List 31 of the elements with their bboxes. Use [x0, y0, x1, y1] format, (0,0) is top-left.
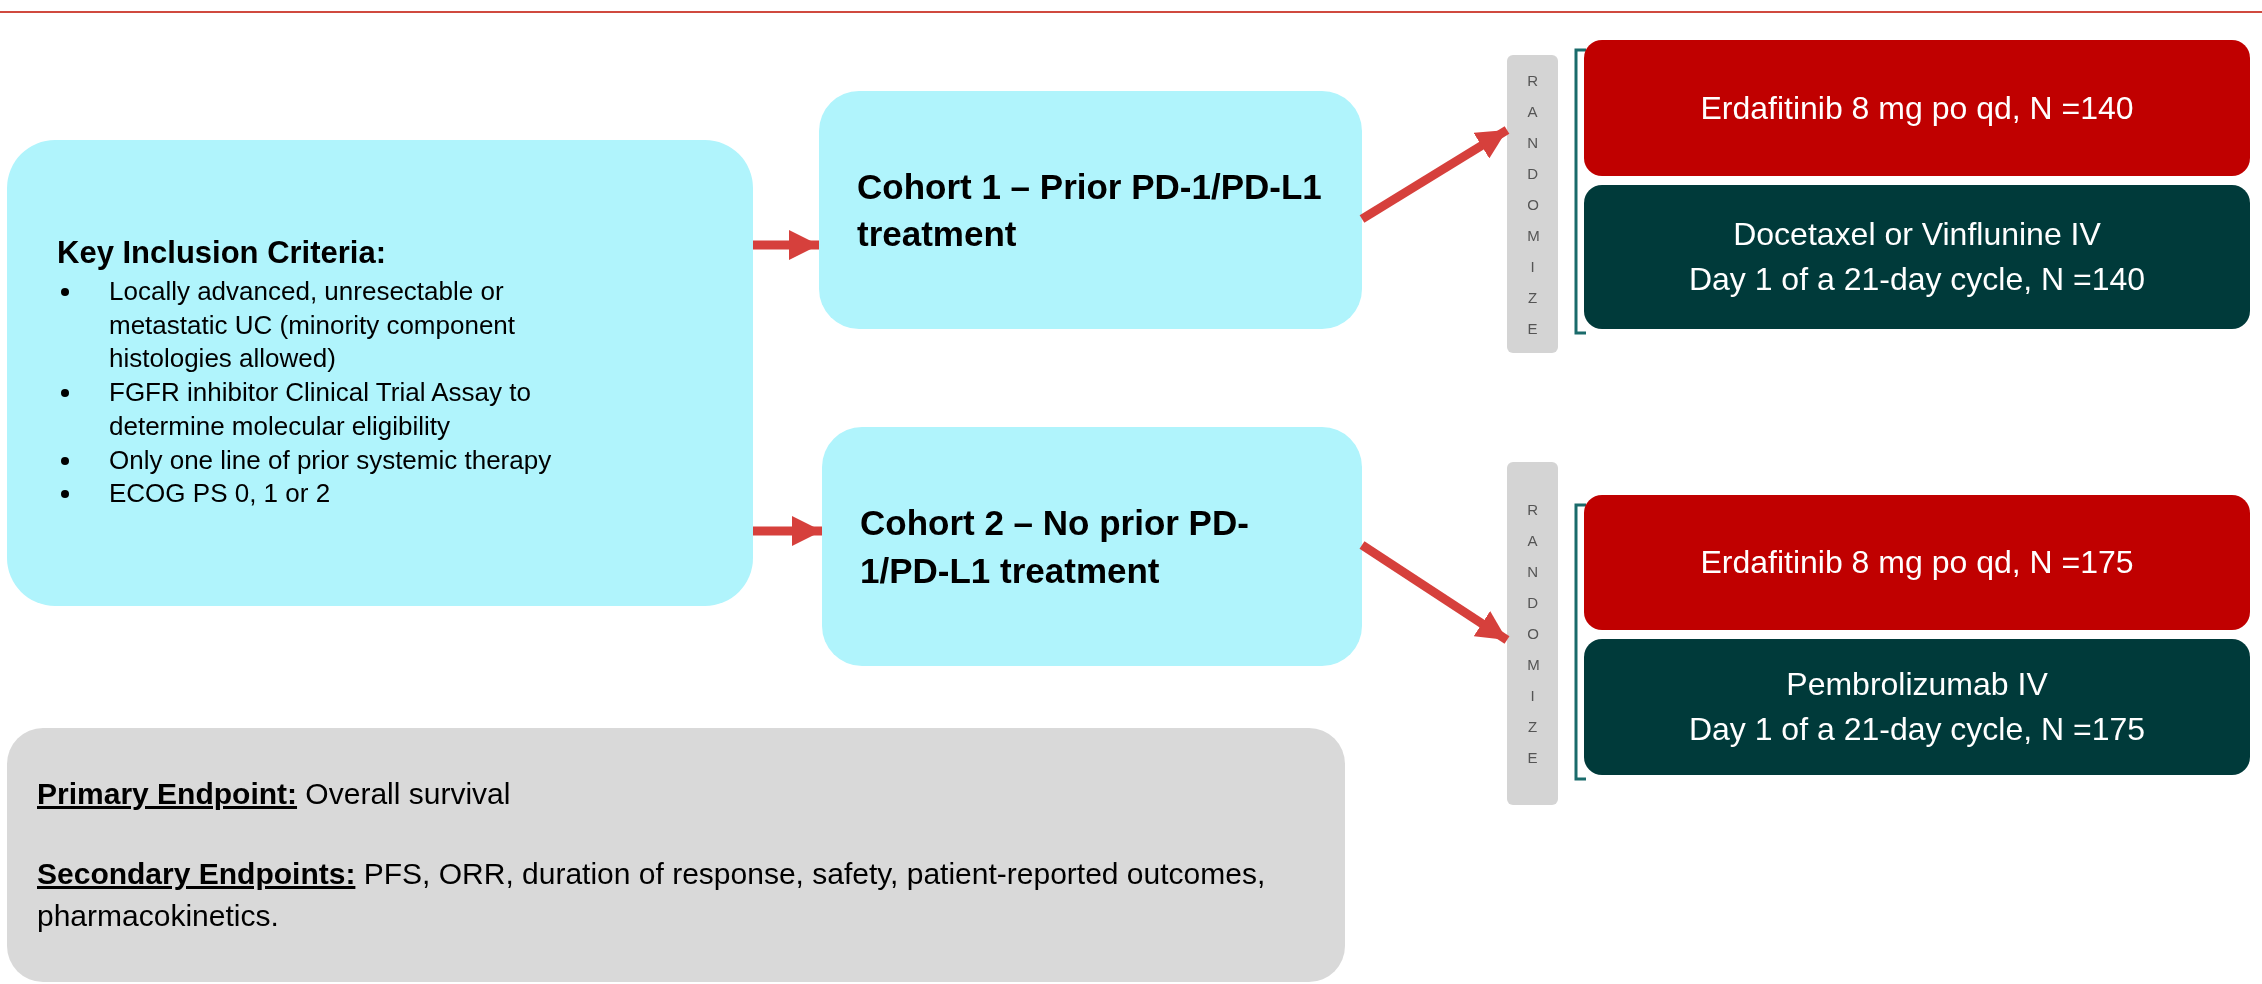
bullet-item: FGFR inhibitor Clinical Trial Assay to determine molecular eligibility [57, 376, 603, 444]
label: Pembrolizumab IV [1786, 665, 2048, 705]
treatment-box [1584, 495, 2250, 630]
label: Cohort 1 – Prior PD-1/PD-L1 treatment [857, 165, 1322, 255]
treatment-box [1584, 40, 2250, 176]
label: Erdafitinib 8 mg po qd, N =175 [1700, 544, 2134, 581]
vertical-label: RANDOMIZE [1527, 500, 1538, 768]
treatment-box [1584, 639, 2250, 775]
endpoint-text: Primary Endpoint: Overall survival [37, 776, 512, 812]
bullet-item: Only one line of prior systemic therapy [57, 443, 603, 478]
randomize-bar [1507, 55, 1558, 353]
heading: Key Inclusion Criteria: [57, 234, 388, 271]
cohort-box [822, 427, 1362, 666]
randomize-bar [1507, 462, 1558, 805]
treatment-box [1584, 185, 2250, 329]
label: Cohort 2 – No prior PD-1/PD-L1 treatment [860, 502, 1250, 592]
label: Day 1 of a 21-day cycle, N =140 [1688, 260, 2146, 299]
endpoints-box [7, 728, 1345, 982]
arrow [753, 230, 819, 260]
criteria-box [7, 140, 753, 606]
label: Docetaxel or Vinflunine IV [1733, 215, 2101, 255]
vertical-label: RANDOMIZE [1527, 70, 1538, 339]
label: Day 1 of a 21-day cycle, N =175 [1688, 710, 2146, 749]
endpoint-text: Secondary Endpoints: PFS, ORR, duration of response, safety, patient-reported outcomes, pharmacokinetics. [37, 856, 1267, 934]
cohort-box [819, 91, 1362, 329]
bullet-item: ECOG PS 0, 1 or 2 [57, 477, 603, 512]
bullet-item: Locally advanced, unresectable or metastatic UC (minority component histologies allowed) [57, 274, 603, 377]
label: Erdafitinib 8 mg po qd, N =140 [1700, 89, 2134, 127]
arrow [1359, 126, 1510, 223]
arrow [1359, 541, 1510, 644]
arrow [753, 516, 822, 546]
